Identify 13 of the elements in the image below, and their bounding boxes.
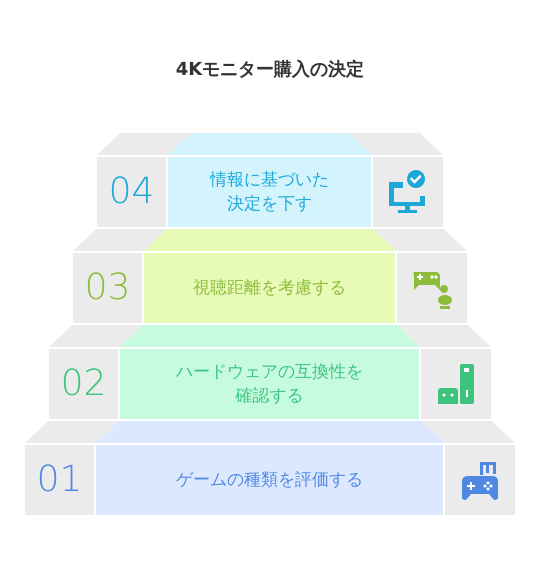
step-number: 01 (36, 462, 82, 498)
step-text: 情報に基づいた決定を下す (208, 169, 330, 216)
title: 4Kモニター購入の決定 (174, 58, 366, 82)
step-block (168, 157, 371, 227)
step-block (96, 445, 443, 515)
step-block (120, 349, 419, 419)
step-block (144, 253, 395, 323)
step-text: 視聴距離を考慮する (193, 277, 346, 300)
step-number: 02 (60, 366, 106, 402)
step-number: 03 (84, 270, 130, 306)
step-number: 04 (108, 174, 154, 210)
step-text: ゲームの種類を評価する (176, 469, 363, 492)
step-text: ハードウェアの互換性を確認する (175, 361, 364, 408)
